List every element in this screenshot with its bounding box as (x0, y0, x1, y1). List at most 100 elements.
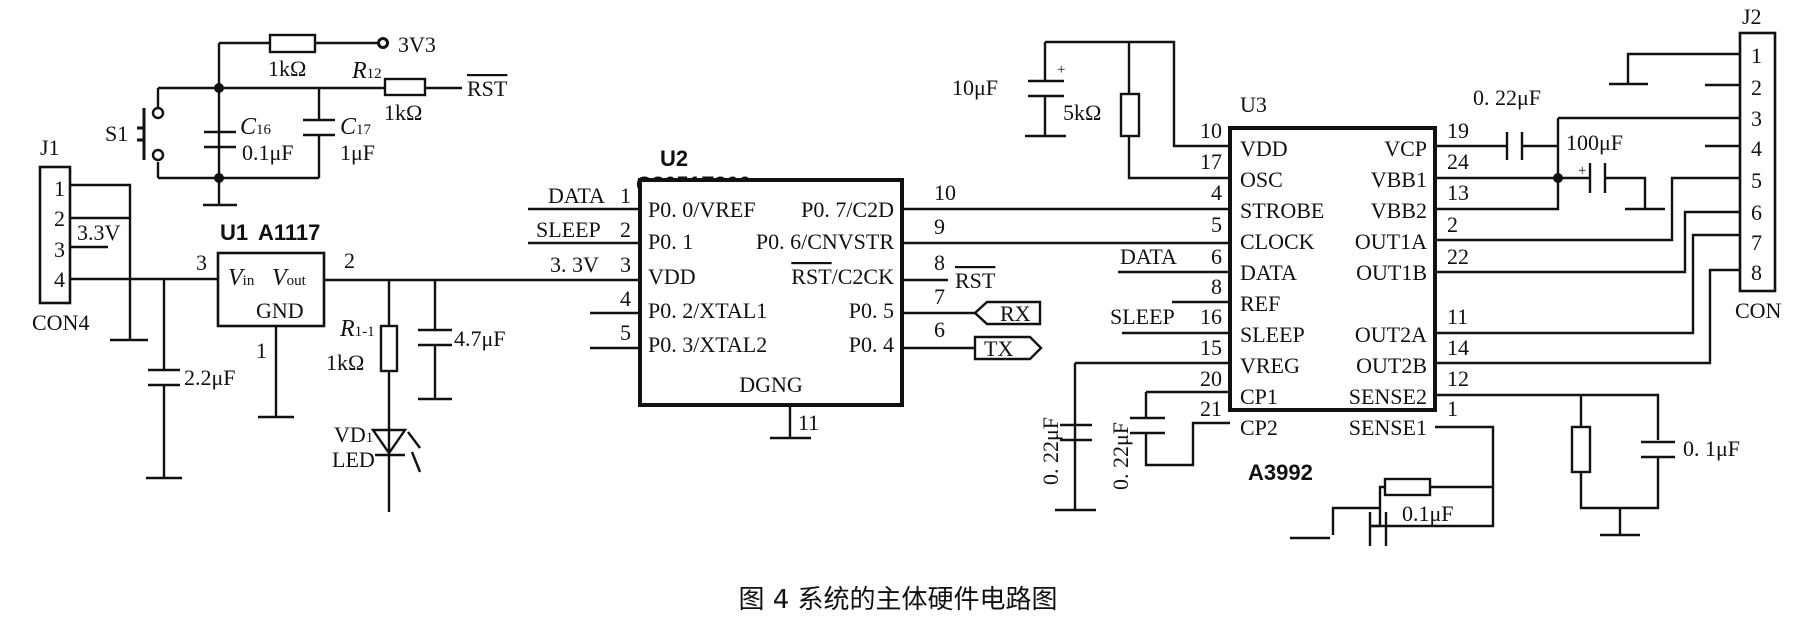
driver-u3: U3 A3992 5kΩ + 10μF 10 17 4 5 6 8 16 15 … (952, 40, 1469, 512)
u2-ref: U2 (660, 146, 688, 171)
resistor-r1-1 (379, 324, 399, 373)
u2-pin-8: 8 (934, 250, 945, 275)
j2-pin-6: 6 (1751, 200, 1762, 225)
switch-contact (151, 106, 165, 120)
vreg-gnd (1055, 440, 1096, 512)
u3-pin-13: 13 (1447, 180, 1469, 205)
u3-name-sense1: SENSE1 (1349, 415, 1427, 440)
u2-pin-name-7: P0. 5 (849, 298, 894, 323)
j2-pin-1: 1 (1751, 43, 1762, 68)
resistor-pullup (268, 33, 317, 54)
u1-body (216, 251, 326, 328)
tx-label: TX (984, 336, 1013, 361)
u2-net-data: DATA (548, 183, 605, 208)
c17-value: 1μF (340, 140, 375, 165)
u3-body (1228, 126, 1437, 412)
sense2-wires (1435, 393, 1660, 537)
figure-caption: 图 4 系统的主体硬件电路图 (738, 585, 1057, 615)
j2-type: CON (1735, 298, 1782, 323)
u2-pin-name-4: P0. 2/XTAL1 (648, 298, 767, 323)
u1-gnd: GND (256, 298, 304, 323)
u2-pin-name-5: P0. 3/XTAL2 (648, 332, 767, 357)
tx-port-flag (973, 335, 1043, 361)
resistor-sense2 (1570, 425, 1592, 474)
reset-wires (158, 43, 385, 207)
vreg-cap-value: 0. 22μF (1038, 417, 1063, 485)
j2-ref: J2 (1742, 4, 1762, 29)
junction (1553, 173, 1563, 183)
u3-pin-20: 20 (1200, 366, 1222, 391)
capacitor-sense2 (1641, 440, 1675, 459)
j2-pin-7: 7 (1751, 230, 1762, 255)
supply-label: 3V3 (398, 32, 436, 57)
u2-pin-6: 6 (934, 317, 945, 342)
u1-part: A1117 (258, 220, 320, 245)
mcu-u2: U2 C8051F300 DATA 1 SLEEP 2 3. 3V 3 4 5 … (528, 146, 1230, 440)
u3-name-osc: OSC (1240, 167, 1283, 192)
u3-pin-22: 22 (1447, 244, 1469, 269)
u2-pin-5: 5 (620, 320, 631, 345)
u1-pin-gnd: 1 (256, 338, 267, 363)
u3-pin-4: 4 (1211, 180, 1222, 205)
capacitor-100uf (1588, 163, 1607, 193)
j2-pin-3: 3 (1751, 106, 1762, 131)
j2-pin-4: 4 (1751, 136, 1762, 161)
r-osc-value: 5kΩ (1063, 100, 1101, 125)
u3-name-out1a: OUT1A (1355, 229, 1427, 254)
pushbutton-s1-icon (137, 108, 146, 160)
u3-pin-15: 15 (1200, 335, 1222, 360)
u2-right-pin-wires (902, 207, 1230, 350)
cp-cap-value: 0. 22μF (1108, 422, 1133, 490)
u2-pin-3: 3 (620, 252, 631, 277)
led-light-arrows (407, 431, 422, 473)
vd1-type: LED (332, 447, 375, 472)
u1-ref: U1 (220, 220, 248, 245)
pullup-value: 1kΩ (268, 56, 306, 81)
junction (214, 173, 224, 183)
u2-pin-name-9: P0. 6/CNVSTR (756, 229, 894, 254)
capacitor-c17 (303, 118, 335, 137)
rx-label: RX (1000, 301, 1031, 326)
u2-pin-4: 4 (620, 286, 631, 311)
u3-part: A3992 (1248, 460, 1313, 485)
u3-pin-11: 11 (1447, 304, 1468, 329)
u2-pin-name-3: VDD (648, 264, 696, 289)
u2-body (638, 178, 904, 407)
u2-bottom-name: DGNG (739, 372, 803, 397)
u3-name-sense2: SENSE2 (1349, 384, 1427, 409)
cin-value: 2.2μF (184, 365, 236, 390)
u3-name-out2b: OUT2B (1356, 353, 1427, 378)
j2-body (1738, 31, 1777, 293)
cout-value: 4.7μF (454, 326, 506, 351)
vcp-vbb-wires (1435, 116, 1740, 211)
u1-gnd-wire (258, 326, 294, 419)
c16-value: 0.1μF (242, 140, 294, 165)
u3-pin-17: 17 (1200, 149, 1222, 174)
u1-vout: Vout (272, 265, 307, 291)
j1-net-3v3: 3.3V (77, 220, 121, 245)
supply-terminal (377, 37, 389, 49)
u2-pin-name-8: RST/C2CK (791, 264, 894, 289)
j2-pin-5: 5 (1751, 168, 1762, 193)
r12-ref: R12 (351, 58, 382, 84)
u3-pin-12: 12 (1447, 366, 1469, 391)
j2-pin-2: 2 (1751, 75, 1762, 100)
capacitor-sense1 (1368, 512, 1388, 546)
capacitor-cout (418, 280, 452, 401)
u2-pin-name-6: P0. 4 (849, 332, 894, 357)
led-vd1-icon (370, 428, 408, 456)
u3-pin-16: 16 (1200, 304, 1222, 329)
rx-port-flag (973, 300, 1042, 326)
u3-name-ref: REF (1240, 291, 1280, 316)
u3-pin-24: 24 (1447, 149, 1469, 174)
c-supply-value: 10μF (952, 75, 998, 100)
switch-contact (151, 148, 165, 162)
u3-pin-1: 1 (1447, 396, 1458, 421)
u3-name-sleep: SLEEP (1240, 322, 1305, 347)
u3-name-out1b: OUT1B (1356, 260, 1427, 285)
u3-name-clock: CLOCK (1240, 229, 1315, 254)
u3-name-data: DATA (1240, 260, 1297, 285)
u3-pin-10: 10 (1200, 118, 1222, 143)
u2-pin-10: 10 (934, 180, 956, 205)
u1-pin-in: 3 (196, 250, 207, 275)
